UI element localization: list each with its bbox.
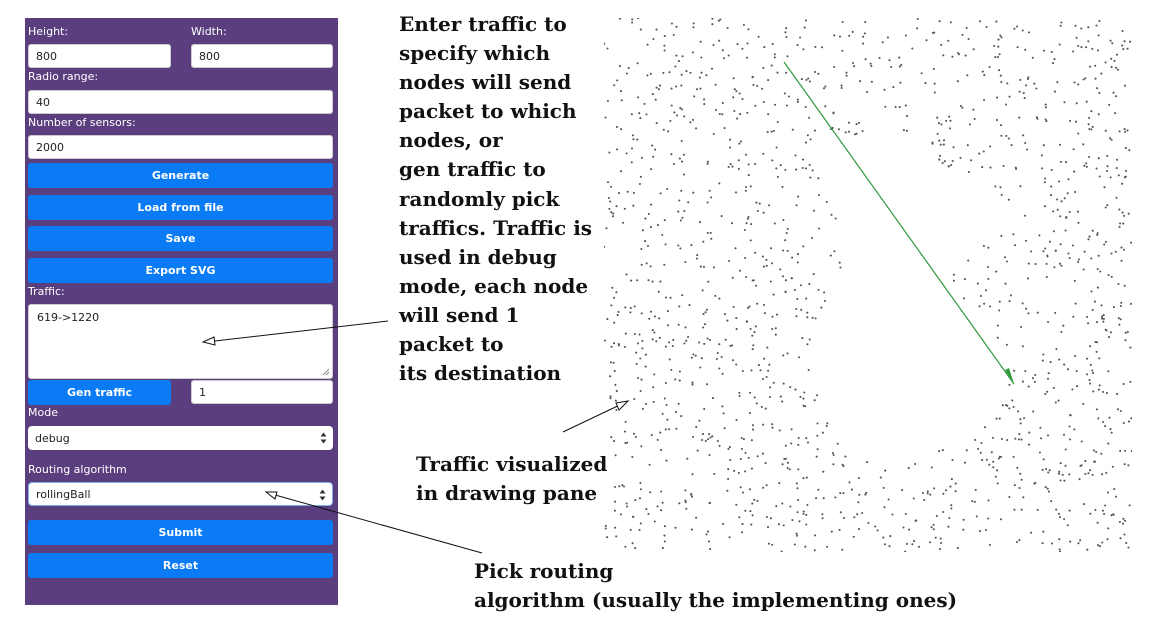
traffic-count-input[interactable]: 1 — [191, 380, 333, 404]
radio-range-label: Radio range: — [28, 70, 99, 83]
num-sensors-label: Number of sensors: — [28, 116, 136, 129]
route-arrowhead — [1005, 368, 1014, 384]
save-button[interactable]: Save — [28, 226, 333, 251]
width-label: Width: — [191, 25, 227, 38]
control-panel: Height: Width: 800 800 Radio range: 40 N… — [25, 18, 338, 605]
gen-traffic-button[interactable]: Gen traffic — [28, 380, 171, 405]
mode-value: debug — [35, 431, 70, 445]
radio-range-input[interactable]: 40 — [28, 90, 333, 114]
routing-algorithm-label: Routing algorithm — [28, 463, 127, 476]
height-label: Height: — [28, 25, 69, 38]
sensor-nodes — [604, 18, 1132, 552]
routing-annotation: Pick routing algorithm (usually the impl… — [474, 559, 958, 613]
routing-algorithm-value: rollingBall — [36, 487, 91, 501]
route-line — [783, 61, 1015, 385]
routing-algorithm-select[interactable]: rollingBall — [28, 482, 333, 506]
mode-label: Mode — [28, 406, 58, 419]
traffic-textarea[interactable]: 619->1220 — [28, 304, 333, 379]
visualized-annotation: Traffic visualized in drawing pane — [416, 452, 608, 506]
resize-grip-icon[interactable] — [322, 368, 330, 376]
traffic-annotation: Enter traffic to specify which nodes wil… — [399, 12, 593, 386]
load-from-file-button[interactable]: Load from file — [28, 195, 333, 220]
traffic-text: 619->1220 — [37, 311, 100, 324]
mode-select[interactable]: debug — [28, 426, 333, 450]
reset-button[interactable]: Reset — [28, 553, 333, 578]
select-arrows-icon — [319, 489, 326, 501]
num-sensors-input[interactable]: 2000 — [28, 135, 333, 159]
select-arrows-icon — [320, 432, 327, 444]
drawing-pane[interactable] — [604, 18, 1132, 552]
width-input[interactable]: 800 — [191, 44, 333, 68]
generate-button[interactable]: Generate — [28, 163, 333, 188]
traffic-label: Traffic: — [28, 285, 65, 298]
export-svg-button[interactable]: Export SVG — [28, 258, 333, 283]
height-input[interactable]: 800 — [28, 44, 171, 68]
submit-button[interactable]: Submit — [28, 520, 333, 545]
